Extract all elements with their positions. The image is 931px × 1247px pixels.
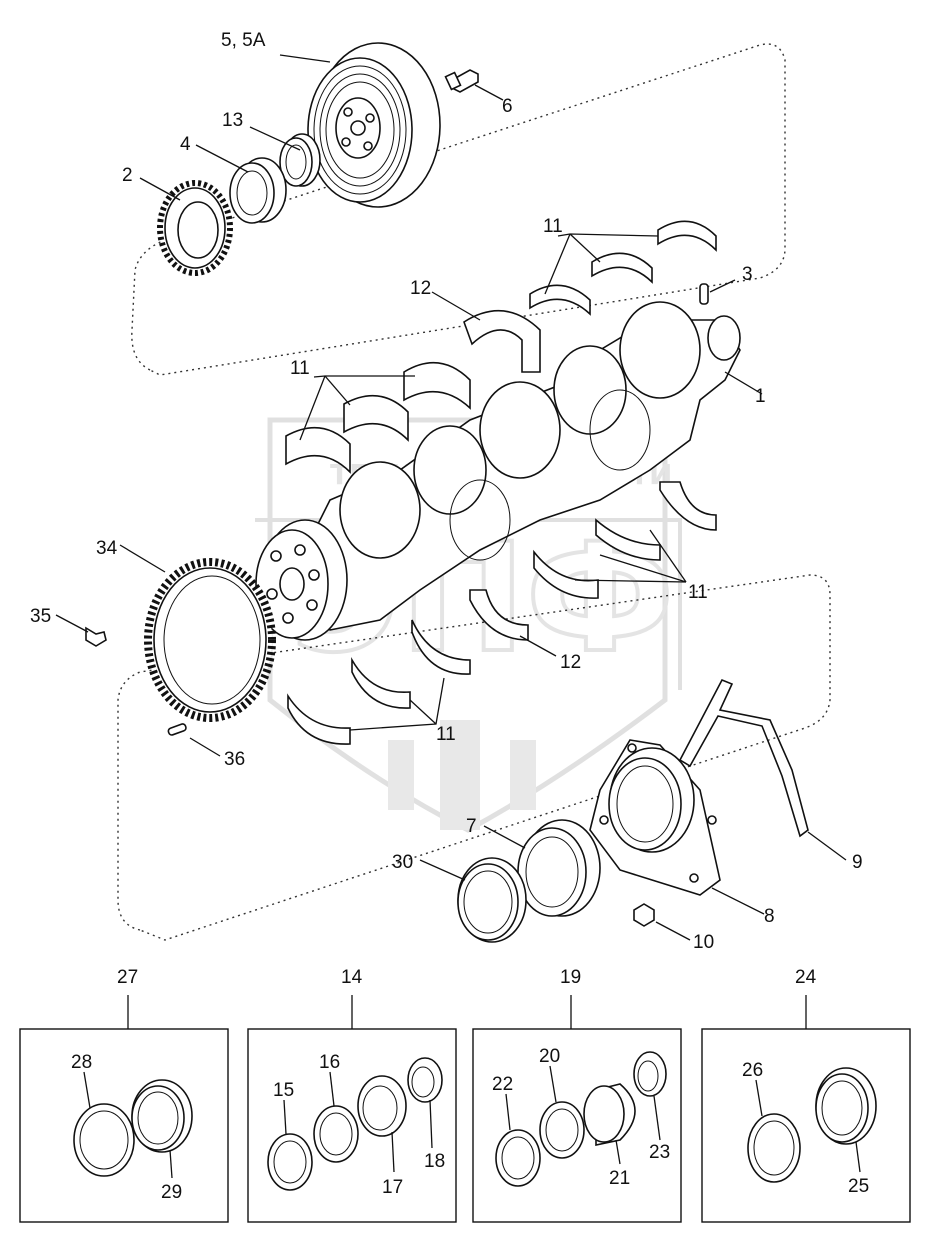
callout-20: 20: [539, 1046, 560, 1067]
callout-5: 5, 5A: [221, 30, 266, 51]
callout-12a: 12: [410, 278, 431, 299]
callout-30: 30: [392, 852, 413, 873]
callout-15: 15: [273, 1080, 294, 1101]
callout-29: 29: [161, 1182, 182, 1203]
callout-24: 24: [795, 967, 817, 988]
callout-34: 34: [96, 538, 118, 559]
callout-27: 27: [117, 967, 138, 988]
callout-10: 10: [693, 932, 714, 953]
upper-main-bearings-left: [285, 361, 471, 474]
callout-26: 26: [742, 1060, 763, 1081]
crank-gear: [157, 180, 233, 276]
callout-labels: 1 2 3 4 5, 5A 6 7 8 9 10 11 11 11 11 12 …: [30, 30, 869, 1203]
bolt-part-6: [444, 69, 479, 93]
callout-3: 3: [742, 264, 753, 285]
callout-22: 22: [492, 1074, 513, 1095]
callout-1: 1: [755, 386, 766, 407]
callout-4: 4: [180, 134, 191, 155]
kit-box-14: [247, 995, 457, 1223]
lower-main-bearings-right: [533, 481, 717, 599]
callout-35: 35: [30, 606, 51, 627]
lower-main-bearings-left: [287, 619, 471, 745]
callout-8: 8: [764, 906, 775, 927]
kit-box-24: [701, 995, 911, 1223]
callout-9: 9: [852, 852, 863, 873]
callout-28: 28: [71, 1052, 92, 1073]
gasket-part-9: [678, 678, 809, 838]
wear-sleeve-part-7: [517, 819, 601, 917]
callout-14: 14: [341, 967, 363, 988]
crankshaft: [255, 301, 741, 641]
kit-box-27: [19, 995, 229, 1223]
thrust-bearing-upper: [463, 310, 541, 373]
part-4-ring: [229, 157, 287, 224]
callout-18: 18: [424, 1151, 445, 1172]
callout-6: 6: [502, 96, 513, 117]
callout-11c: 11: [688, 582, 708, 603]
rear-seal-part-30: [457, 857, 527, 943]
callout-19: 19: [560, 967, 581, 988]
callout-11b: 11: [290, 358, 310, 379]
callout-36: 36: [224, 749, 245, 770]
callout-11d: 11: [436, 724, 456, 745]
tone-wheel: [144, 558, 276, 722]
damper-pulley: [307, 42, 441, 208]
rear-seal-housing: [589, 739, 721, 896]
leader-lines: [55, 54, 861, 1179]
callout-13: 13: [222, 110, 243, 131]
lower-dotted-boundary: [117, 574, 831, 941]
upper-dotted-boundary: [131, 43, 786, 376]
callout-17: 17: [382, 1177, 403, 1198]
callout-2: 2: [122, 165, 133, 186]
thrust-bearing-lower: [469, 589, 529, 641]
kit-box-19: [472, 995, 682, 1223]
callout-11a: 11: [543, 216, 563, 237]
callout-23: 23: [649, 1142, 670, 1163]
callout-7: 7: [466, 816, 477, 837]
callout-25: 25: [848, 1176, 869, 1197]
bolt-part-10: [633, 903, 655, 927]
callout-16: 16: [319, 1052, 340, 1073]
bolt-part-35: [85, 626, 107, 647]
callout-12b: 12: [560, 652, 581, 673]
callout-21: 21: [609, 1168, 630, 1189]
part-13-ring: [279, 133, 321, 187]
pin-part-3: [699, 283, 709, 305]
pin-part-36: [167, 723, 187, 736]
